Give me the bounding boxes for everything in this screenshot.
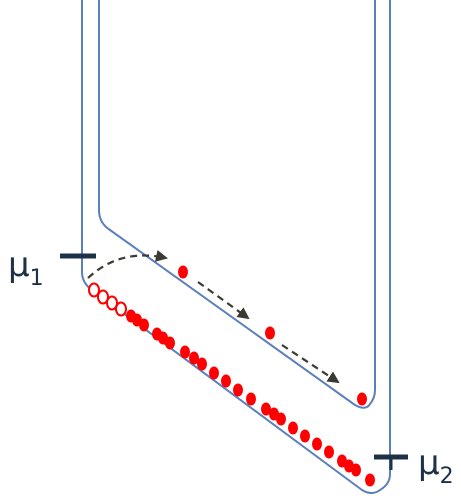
outer-solid-particle [132,314,142,327]
outer-solid-particle [158,332,168,345]
outer-solid-particle [324,446,334,459]
outer-solid-particle [269,408,279,421]
outer-solid-particle [288,422,298,435]
outer-solid-particle [221,375,231,388]
outer-solid-particle [365,474,375,487]
inner-particle [178,266,188,279]
outer-solid-particle [180,346,190,359]
inner-channel-wall [99,0,375,408]
mu1-label: μ1 [8,245,44,291]
outer-solid-particle [189,352,199,365]
inner-particle [357,393,367,406]
trajectory-arrow-3 [282,345,338,382]
trajectory-arrow-1 [88,256,166,279]
inner-particle [265,327,275,340]
outer-solid-particle [344,460,354,473]
outer-solid-particle [246,393,256,406]
mu2-label: μ2 [418,443,454,489]
outer-solid-particle [300,430,310,443]
trajectory-arrow-2 [198,282,248,318]
outer-solid-particle [233,384,243,397]
outer-open-particle [116,303,126,316]
outer-solid-particle [209,367,219,380]
outer-channel-wall [82,0,390,493]
outer-solid-particle [312,438,322,451]
